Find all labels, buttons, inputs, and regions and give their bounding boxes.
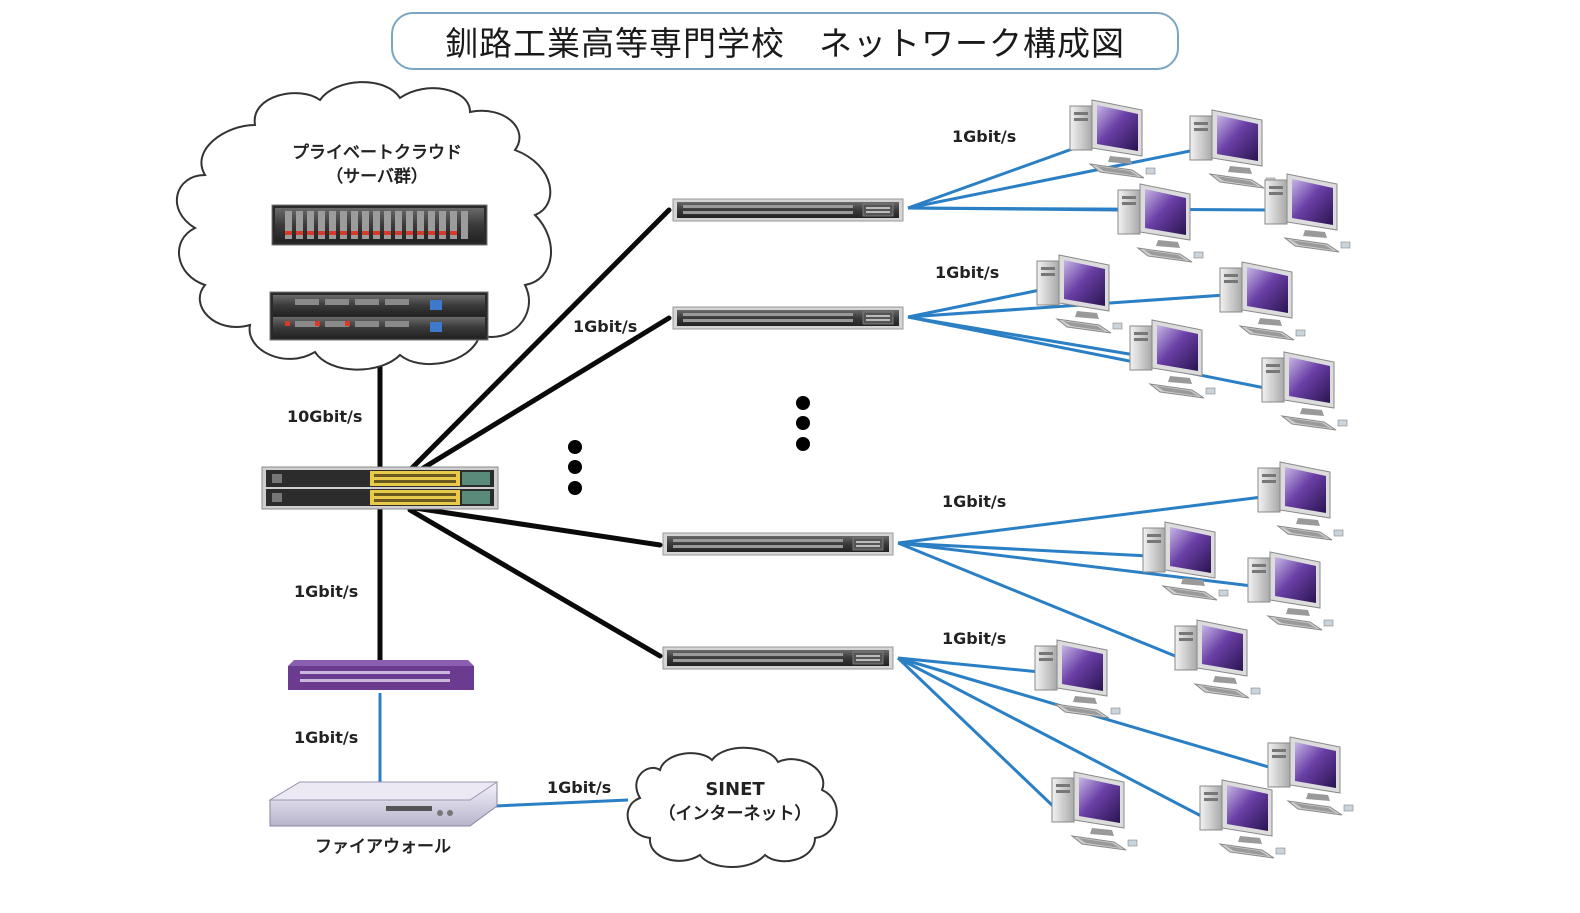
pc-icon [1142, 521, 1229, 601]
pc-icon [1264, 173, 1351, 253]
pc-icon [1247, 551, 1334, 631]
pc-icon [1051, 771, 1138, 851]
title-box: 釧路工業高等専門学校 ネットワーク構成図 [391, 12, 1179, 70]
pc-icon [1117, 183, 1204, 263]
pc-group-4 [1034, 639, 1354, 859]
storage-server [271, 204, 488, 246]
core-links [377, 207, 672, 665]
pc-icon [1174, 619, 1261, 699]
edge-switch [288, 660, 474, 690]
sinet-cloud: SINET （インターネット） [626, 746, 838, 868]
firewall: ファイアウォール [268, 781, 499, 857]
core-switch [261, 466, 499, 510]
pc-icon [1257, 461, 1344, 541]
access-switch-1 [672, 198, 904, 222]
speed-label-core-uplink: 10Gbit/s [287, 407, 362, 426]
speed-label-sw2: 1Gbit/s [935, 263, 999, 282]
pc-icon [1189, 109, 1276, 189]
speed-label-fw-to-sinet: 1Gbit/s [547, 778, 611, 797]
pc-group-2 [1036, 254, 1348, 431]
pc-icon [1129, 319, 1216, 399]
firewall-label: ファイアウォール [315, 837, 451, 857]
cloud-label: プライベートクラウド [292, 142, 462, 163]
pc-icon [1267, 736, 1354, 816]
speed-label-sw1: 1Gbit/s [952, 127, 1016, 146]
pc-icon [1036, 254, 1123, 334]
page-title: 釧路工業高等専門学校 ネットワーク構成図 [445, 24, 1125, 63]
access-links [378, 146, 1273, 820]
rack-server [269, 291, 489, 341]
access-switch-4 [662, 646, 894, 670]
pc-icon [1219, 261, 1306, 341]
speed-label-sw4: 1Gbit/s [942, 629, 1006, 648]
cloud-sublabel: （サーバ群） [326, 166, 428, 187]
speed-label-edge-to-fw: 1Gbit/s [294, 728, 358, 747]
pc-group-1 [1069, 99, 1351, 263]
access-switch-3 [662, 532, 894, 556]
private-cloud: プライベートクラウド （サーバ群） [176, 81, 552, 371]
pc-group-3 [1142, 461, 1344, 699]
speed-label-core-to-switch: 1Gbit/s [573, 317, 637, 336]
speed-label-sw3: 1Gbit/s [942, 492, 1006, 511]
more-switches-ellipsis [568, 396, 810, 495]
sinet-label: SINET [705, 779, 765, 800]
pc-icon [1199, 779, 1286, 859]
speed-label-core-to-edge: 1Gbit/s [294, 582, 358, 601]
access-switch-2 [672, 306, 904, 330]
pc-icon [1034, 639, 1121, 719]
sinet-sublabel: （インターネット） [659, 803, 812, 824]
pc-icon [1261, 351, 1348, 431]
